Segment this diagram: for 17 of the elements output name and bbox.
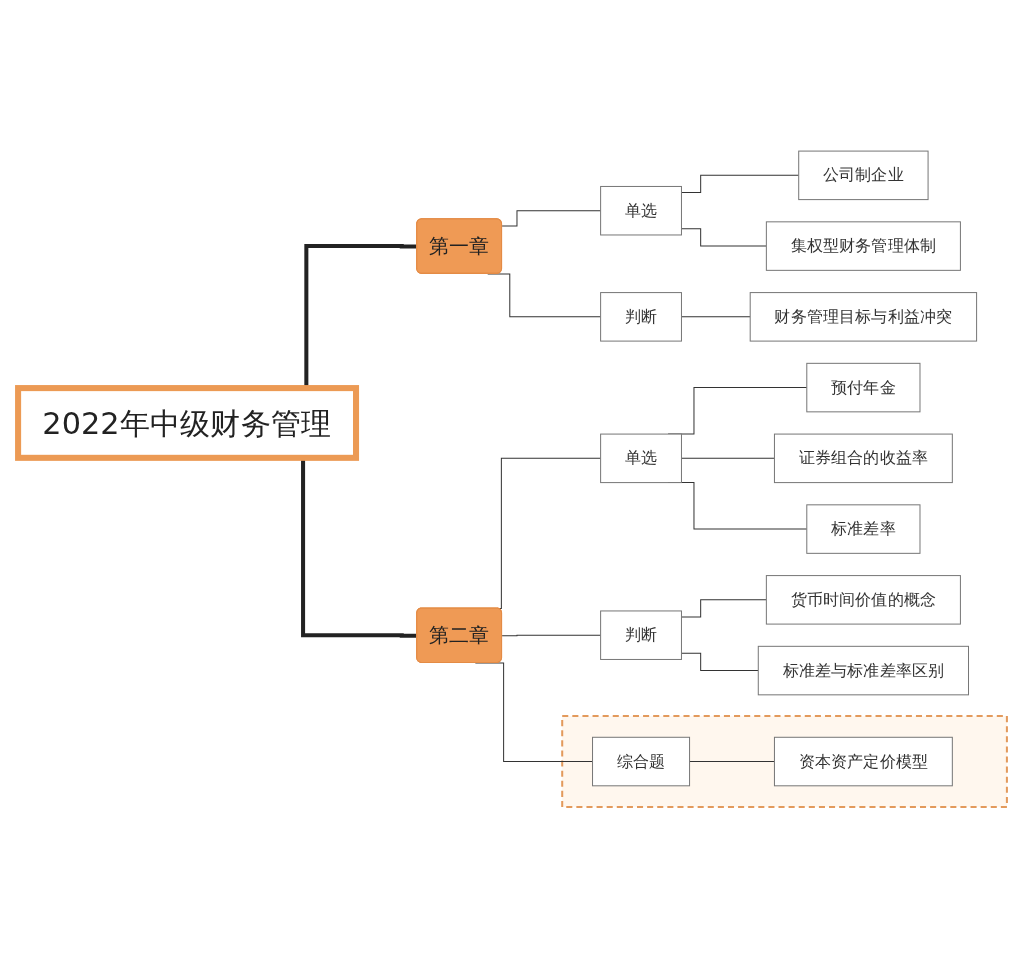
node-box: 集权型财务管理体制	[765, 221, 961, 272]
node-box: 资本资产定价模型	[773, 737, 953, 787]
node-box: 公司制企业	[798, 151, 929, 201]
node-box: 标准差与标准差率区别	[757, 646, 969, 696]
connector	[689, 761, 775, 763]
node-box: 判断	[600, 610, 682, 661]
node-box: 预付年金	[806, 363, 921, 413]
node-box: 财务管理目标与利益冲突	[749, 292, 978, 343]
node-box: 判断	[600, 292, 682, 343]
node-box: 单选	[600, 434, 682, 484]
node-box: 2022年中级财务管理	[15, 385, 360, 462]
node-box: 综合题	[592, 737, 691, 787]
node-box: 货币时间价值的概念	[765, 575, 961, 626]
cluster	[561, 715, 1008, 809]
node-box: 标准差率	[806, 504, 921, 555]
node-box: 单选	[600, 186, 682, 236]
node-box: 证券组合的收益率	[773, 434, 953, 484]
